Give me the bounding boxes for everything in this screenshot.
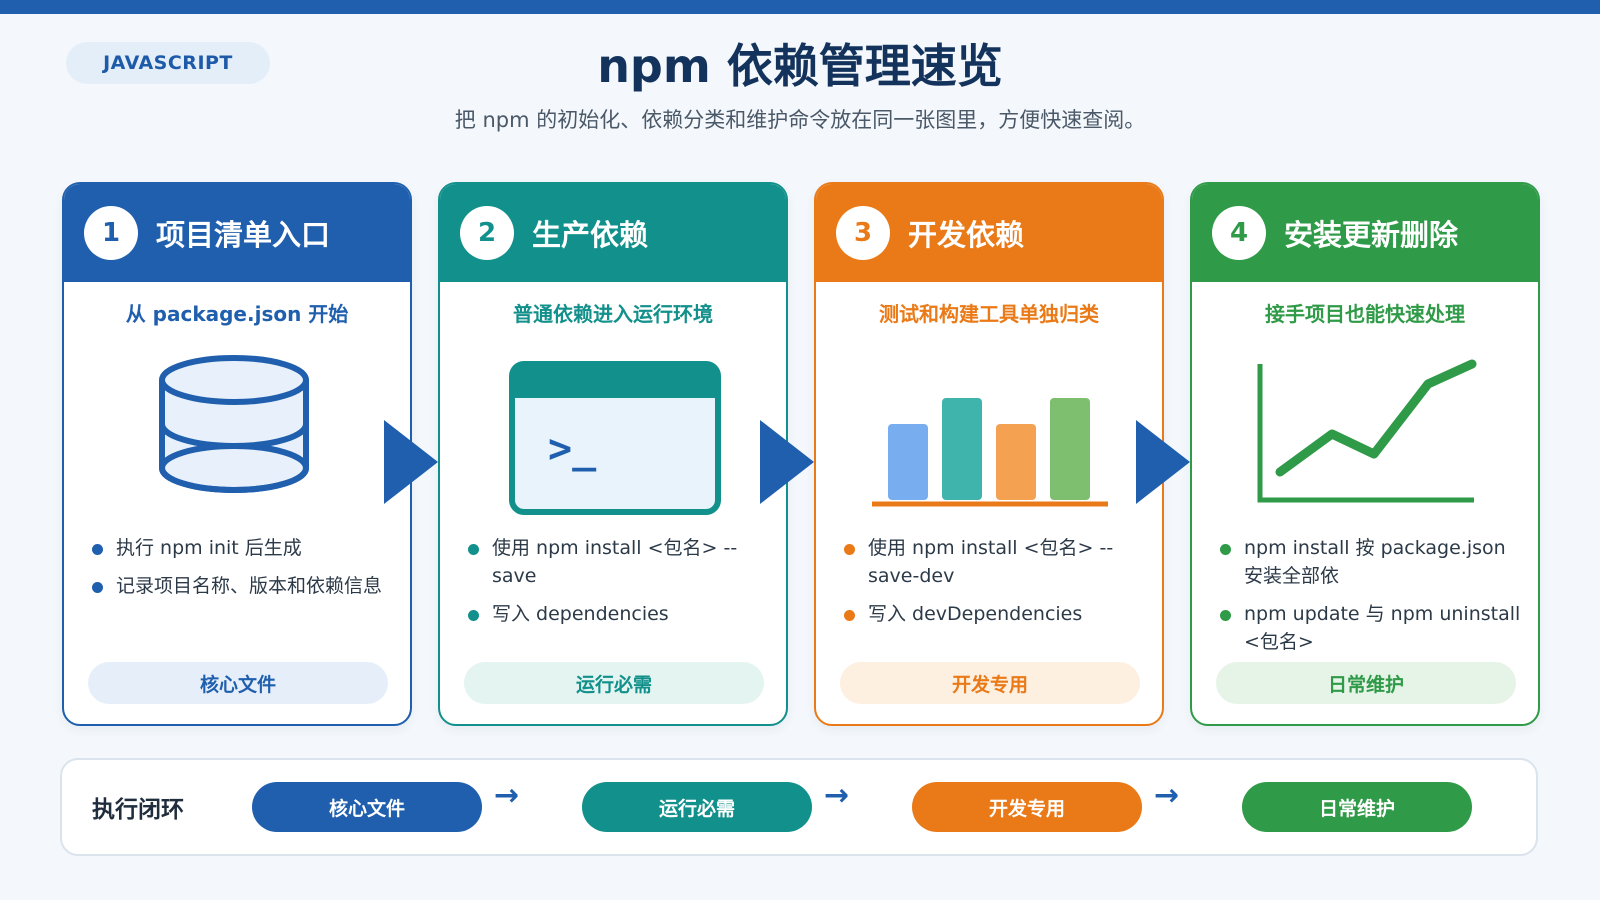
card-subtitle: 接手项目也能快速处理 xyxy=(1265,302,1465,326)
card-maintenance: 4 安装更新删除 接手项目也能快速处理 npm install 按 packag… xyxy=(1190,182,1540,726)
step-number: 1 xyxy=(84,206,138,260)
card-header: 4 安装更新删除 xyxy=(1192,184,1538,282)
flow-bar: 执行闭环 核心文件 → 运行必需 → 开发专用 → 日常维护 xyxy=(60,758,1538,856)
flow-step-runtime: 运行必需 xyxy=(582,782,812,832)
card-pill: 核心文件 xyxy=(88,662,388,704)
category-tag: JAVASCRIPT xyxy=(66,42,270,84)
card-header: 2 生产依赖 xyxy=(440,184,786,282)
bullet-item: 记录项目名称、版本和依赖信息 xyxy=(90,572,400,600)
flow-label: 执行闭环 xyxy=(92,797,184,823)
card-dev-deps: 3 开发依赖 测试和构建工具单独归类 使用 npm install <包名> -… xyxy=(814,182,1164,726)
arrow-right-icon xyxy=(760,420,814,504)
card-header: 1 项目清单入口 xyxy=(64,184,410,282)
arrow-right-icon xyxy=(384,420,438,504)
line-chart-icon xyxy=(1257,359,1477,503)
flow-step-dev: 开发专用 xyxy=(912,782,1142,832)
step-number: 2 xyxy=(460,206,514,260)
arrow-right-icon xyxy=(1136,420,1190,504)
terminal-prompt: >_ xyxy=(548,426,597,472)
page-title: npm 依赖管理速览 xyxy=(597,39,1003,93)
card-production-deps: 2 生产依赖 普通依赖进入运行环境 >_ 使用 npm install <包名>… xyxy=(438,182,788,726)
bullet-item: 使用 npm install <包名> --save-dev xyxy=(842,534,1152,590)
card-header: 3 开发依赖 xyxy=(816,184,1162,282)
flow-step-core: 核心文件 xyxy=(252,782,482,832)
terminal-icon: >_ xyxy=(509,361,721,515)
flow-step-maintenance: 日常维护 xyxy=(1242,782,1472,832)
step-number: 3 xyxy=(836,206,890,260)
card-title: 生产依赖 xyxy=(532,218,649,252)
bullet-item: 执行 npm init 后生成 xyxy=(90,534,400,562)
bullet-item: 使用 npm install <包名> --save xyxy=(466,534,776,590)
card-subtitle: 从 package.json 开始 xyxy=(125,302,349,326)
bullet-item: npm install 按 package.json 安装全部依 xyxy=(1218,534,1528,590)
card-pill: 运行必需 xyxy=(464,662,764,704)
card-title: 安装更新删除 xyxy=(1284,218,1459,252)
card-title: 开发依赖 xyxy=(908,218,1025,252)
bar-chart-icon xyxy=(872,398,1108,507)
card-title: 项目清单入口 xyxy=(156,218,331,252)
page-subtitle: 把 npm 的初始化、依赖分类和维护命令放在同一张图里，方便快速查阅。 xyxy=(454,108,1146,132)
database-icon xyxy=(159,355,309,493)
top-accent-bar xyxy=(0,0,1600,14)
card-subtitle: 普通依赖进入运行环境 xyxy=(513,302,713,326)
arrow-right-icon: → xyxy=(824,778,850,813)
card-manifest: 1 项目清单入口 从 package.json 开始 执行 npm init 后… xyxy=(62,182,412,726)
card-subtitle: 测试和构建工具单独归类 xyxy=(879,302,1099,326)
card-pill: 开发专用 xyxy=(840,662,1140,704)
step-number: 4 xyxy=(1212,206,1266,260)
bullet-item: 写入 dependencies xyxy=(466,600,776,628)
arrow-right-icon: → xyxy=(1154,778,1180,813)
card-pill: 日常维护 xyxy=(1216,662,1516,704)
bullet-item: 写入 devDependencies xyxy=(842,600,1152,628)
arrow-right-icon: → xyxy=(494,778,520,813)
bullet-item: npm update 与 npm uninstall <包名> xyxy=(1218,600,1528,656)
